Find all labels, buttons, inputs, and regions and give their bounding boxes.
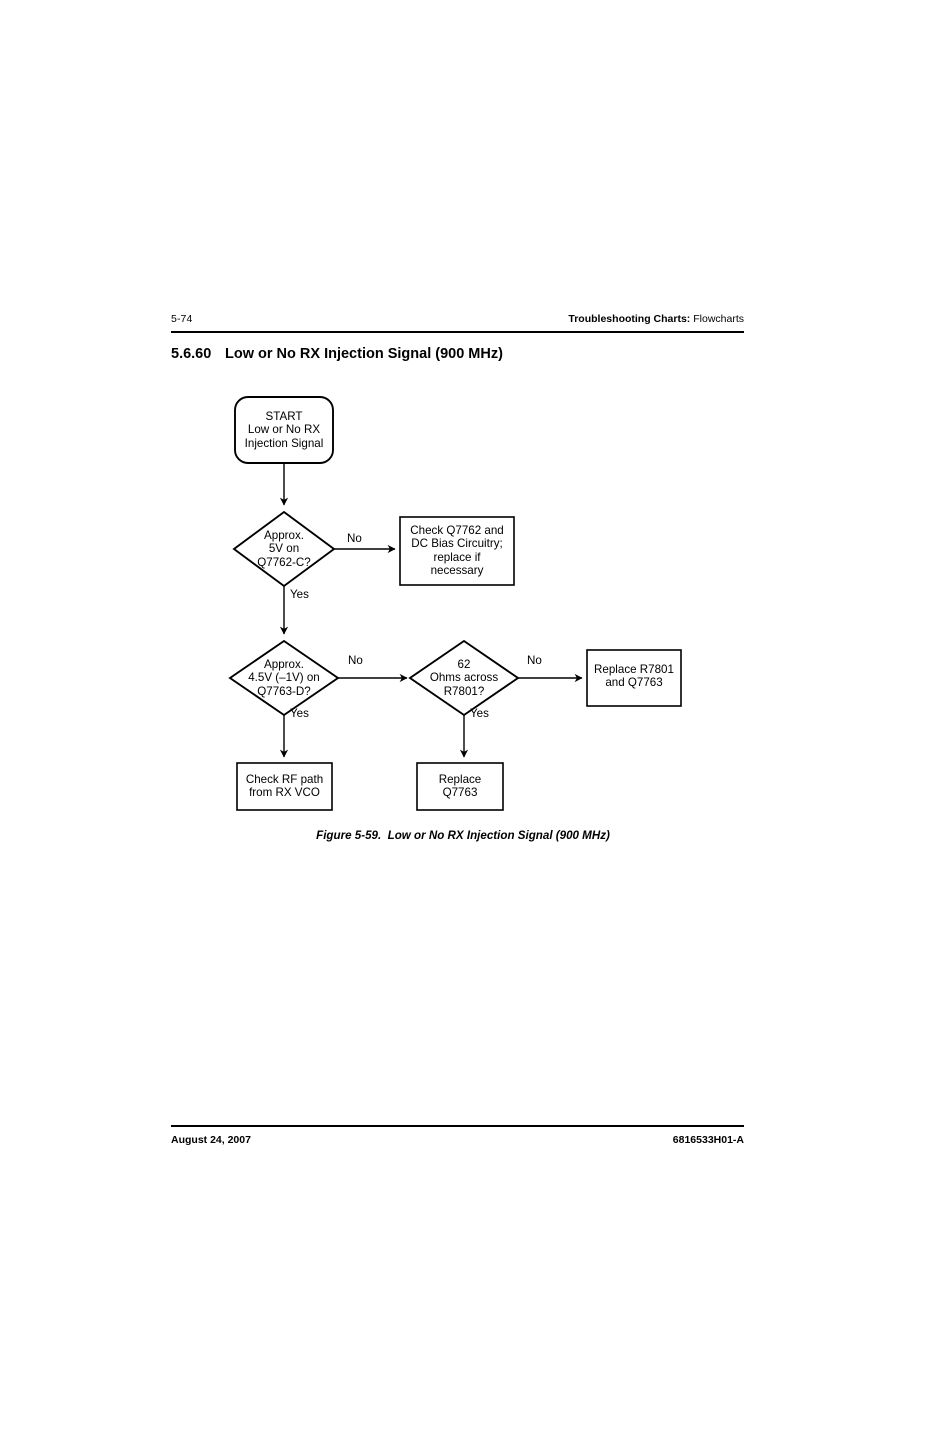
node-decision1-shape (232, 510, 336, 588)
section-number: 5.6.60 (171, 346, 212, 362)
footer-date: August 24, 2007 (171, 1134, 251, 1146)
node-decision3-shape (408, 639, 520, 717)
edge-label-decision3-no: No (527, 654, 542, 667)
edge-label-decision2-yes: Yes (290, 707, 309, 720)
section-title: Low or No RX Injection Signal (900 MHz) (225, 346, 503, 362)
section-heading: 5.6.60 Low or No RX Injection Signal (900… (171, 346, 503, 362)
footer-document-id: 6816533H01-A (672, 1134, 744, 1146)
edge-label-decision1-no: No (347, 532, 362, 545)
header-divider (171, 331, 744, 333)
node-start-shape (234, 396, 334, 464)
header-title: Troubleshooting Charts: Flowcharts (568, 313, 744, 325)
page-header: 5-74 Troubleshooting Charts: Flowcharts (171, 313, 744, 337)
node-process1-shape (399, 516, 515, 586)
node-process2-shape (586, 649, 682, 707)
figure-caption-label: Figure 5-59. (316, 829, 382, 842)
page-number: 5-74 (171, 313, 193, 325)
footer-divider (171, 1125, 744, 1127)
edge-label-decision2-no: No (348, 654, 363, 667)
header-title-bold: Troubleshooting Charts: (568, 313, 691, 325)
edge-label-decision1-yes: Yes (290, 588, 309, 601)
node-decision2-shape (228, 639, 340, 717)
page-footer: August 24, 2007 6816533H01-A (171, 1134, 744, 1154)
figure-caption: Figure 5-59. Low or No RX Injection Sign… (0, 829, 926, 842)
node-process3-shape (236, 762, 333, 811)
figure-caption-title: Low or No RX Injection Signal (900 MHz) (387, 829, 610, 842)
node-process4-shape (416, 762, 504, 811)
header-title-rest: Flowcharts (690, 313, 744, 325)
edge-label-decision3-yes: Yes (470, 707, 489, 720)
